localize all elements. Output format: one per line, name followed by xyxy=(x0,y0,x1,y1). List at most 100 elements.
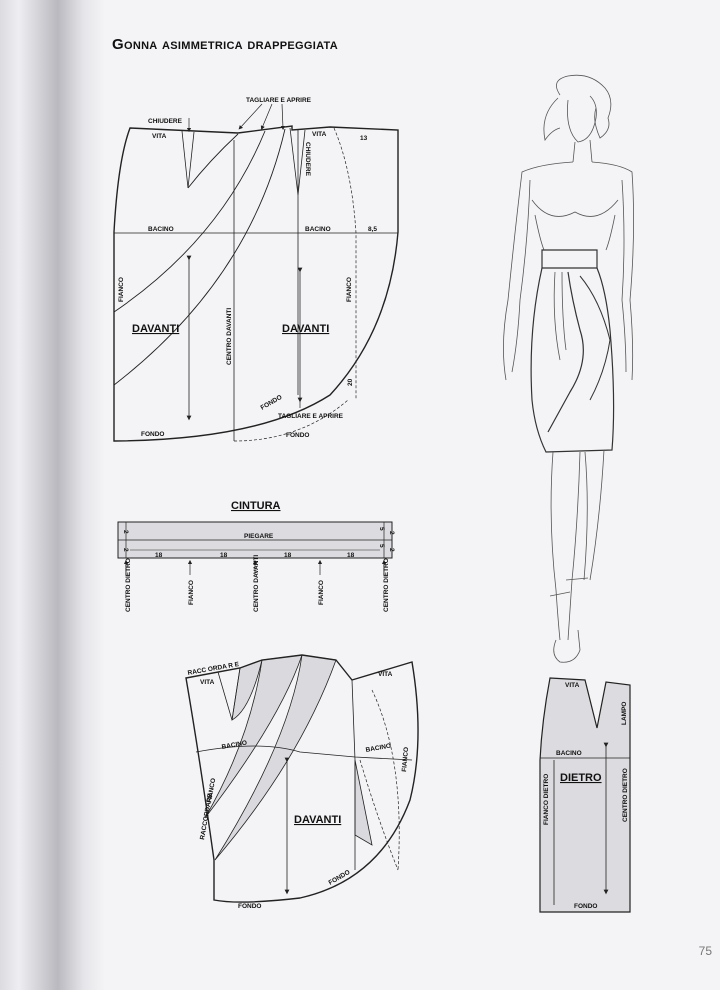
tagliare-arrow-3 xyxy=(280,103,286,131)
dietro-label-vita: VITA xyxy=(565,682,580,689)
bottom-dashed-diag xyxy=(359,759,399,871)
bottom-pattern: RACC ORDA R E VITA VITA BACINO BACINO FI… xyxy=(185,654,419,910)
cintura-right-bottom-a: 5 xyxy=(378,544,385,548)
label-8-5: 8,5 xyxy=(368,226,377,233)
top-dart-right xyxy=(289,127,306,196)
figure-drape xyxy=(547,271,584,433)
label-davanti-right: DAVANTI xyxy=(282,323,329,335)
page-number: 75 xyxy=(698,944,712,958)
label-fondo-curve: FONDO xyxy=(260,394,284,412)
label-centro-davanti: CENTRO DAVANTI xyxy=(226,308,233,365)
bottom-center-line xyxy=(351,679,356,870)
bottom-dart xyxy=(217,667,241,721)
cintura-left-top: 2 xyxy=(122,530,129,534)
cintura-label-centro-davanti: CENTRO DAVANTI xyxy=(253,555,260,612)
figure-right-arm-inner xyxy=(621,179,627,373)
label-chiudere-vertical: CHIUDERE xyxy=(304,142,311,177)
cintura-right-top-a: 5 xyxy=(378,527,385,531)
label-tagliare-top: TAGLIARE E APRIRE xyxy=(246,97,312,104)
book-gutter-shadow xyxy=(0,0,105,990)
figure-hair xyxy=(556,74,612,139)
bottom-label-vita-left: VITA xyxy=(200,679,215,686)
label-fondo-center: FONDO xyxy=(286,432,309,439)
figure-skirt xyxy=(530,267,615,453)
figure-face xyxy=(567,95,597,143)
bottom-label-bacino-right: BACINO xyxy=(365,743,391,754)
figure-neck xyxy=(572,139,593,163)
figure-left-leg xyxy=(550,451,561,641)
cintura-right-top-b: 2 xyxy=(388,531,395,535)
figure-right-leg-outer xyxy=(589,449,605,581)
label-vita-left: VITA xyxy=(152,133,167,140)
figure-ankle-straps xyxy=(549,577,589,597)
drape-line-3 xyxy=(113,128,286,386)
bottom-label-vita-right: VITA xyxy=(378,671,393,678)
figure-waistband xyxy=(541,249,598,269)
cintura-label-fianco-1: FIANCO xyxy=(188,580,195,605)
bottom-label-fianco-left: FIANCO xyxy=(206,778,217,804)
drape-line-2 xyxy=(113,130,266,313)
cintura-right-bottom-b: 2 xyxy=(388,548,395,552)
top-dashed-hem xyxy=(233,399,349,442)
label-13: 13 xyxy=(360,135,368,142)
figure-right-leg xyxy=(583,451,588,581)
dietro-label-fondo: FONDO xyxy=(574,903,597,910)
cintura-label-centro-dietro-2: CENTRO DIETRO xyxy=(383,558,390,612)
dietro-label-bacino: BACINO xyxy=(556,750,582,757)
bottom-label-davanti: DAVANTI xyxy=(294,814,341,826)
label-bacino-left: BACINO xyxy=(148,226,174,233)
dietro-label-centro-dietro: CENTRO DIETRO xyxy=(622,768,629,822)
cintura-seg-2: 18 xyxy=(220,552,228,559)
figure-left-arm-inner xyxy=(511,179,531,373)
cintura-label-fianco-2: FIANCO xyxy=(318,580,325,605)
tagliare-arrow-2 xyxy=(260,103,273,130)
cintura-seg-1: 18 xyxy=(155,552,163,559)
figure-left-arm xyxy=(503,161,574,381)
fashion-figure-illustration xyxy=(503,74,634,663)
figure-bustier xyxy=(531,199,619,217)
dietro-outline xyxy=(539,677,631,913)
figure-hair-side xyxy=(543,97,561,141)
cintura-left-bottom: 2 xyxy=(122,548,129,552)
figure-skirt-folds xyxy=(553,271,567,361)
top-pattern: CHIUDERE TAGLIARE E APRIRE VITA VITA 13 … xyxy=(113,97,399,442)
bottom-label-raccordare-top: RACC ORDA R E xyxy=(187,661,240,677)
label-bacino-right: BACINO xyxy=(305,226,331,233)
cintura-pattern: CINTURA PIEGARE 2 2 5 2 5 2 18 18 18 18 … xyxy=(117,500,395,612)
label-davanti-left: DAVANTI xyxy=(132,323,179,335)
bottom-label-fondo: FONDO xyxy=(238,903,261,910)
cintura-label-centro-dietro-1: CENTRO DIETRO xyxy=(125,558,132,612)
bottom-label-raccordare: RACCORDARE xyxy=(199,792,214,840)
bottom-pattern-outline xyxy=(185,654,419,903)
drape-panel-4 xyxy=(354,759,373,846)
figure-shoe xyxy=(553,629,581,663)
bottom-hip-line xyxy=(195,745,413,761)
page-title: Gonna asimmetrica drappeggiata xyxy=(112,36,338,53)
label-vita-right: VITA xyxy=(312,131,327,138)
label-fondo-left: FONDO xyxy=(141,431,164,438)
figure-ruffle xyxy=(579,275,611,401)
cintura-seg-3: 18 xyxy=(284,552,292,559)
figure-torso xyxy=(534,214,616,251)
drape-panel-3 xyxy=(231,659,263,721)
bottom-label-fianco-right: FIANCO xyxy=(401,747,410,772)
figure-right-arm xyxy=(591,161,634,381)
cintura-title: CINTURA xyxy=(231,500,281,512)
dietro-label-fianco-dietro: FIANCO DIETRO xyxy=(543,774,550,825)
top-dart-left xyxy=(181,130,195,189)
figure-left-leg-inner xyxy=(567,451,581,641)
drape-panel-2 xyxy=(214,654,337,861)
label-fianco-right: FIANCO xyxy=(346,277,353,302)
dietro-label-lampo: LAMPO xyxy=(621,702,628,725)
dietro-pattern: VITA LAMPO BACINO DIETRO FIANCO DIETRO C… xyxy=(539,677,631,913)
top-dashed-side xyxy=(333,127,357,400)
top-pattern-outline xyxy=(113,125,399,442)
drape-panel-1 xyxy=(204,654,303,819)
bottom-label-bacino-left: BACINO xyxy=(221,740,247,751)
cintura-piegare: PIEGARE xyxy=(244,533,274,540)
drape-line-1 xyxy=(187,133,239,189)
bottom-dashed-side xyxy=(371,689,400,871)
label-chiudere: CHIUDERE xyxy=(148,118,183,125)
